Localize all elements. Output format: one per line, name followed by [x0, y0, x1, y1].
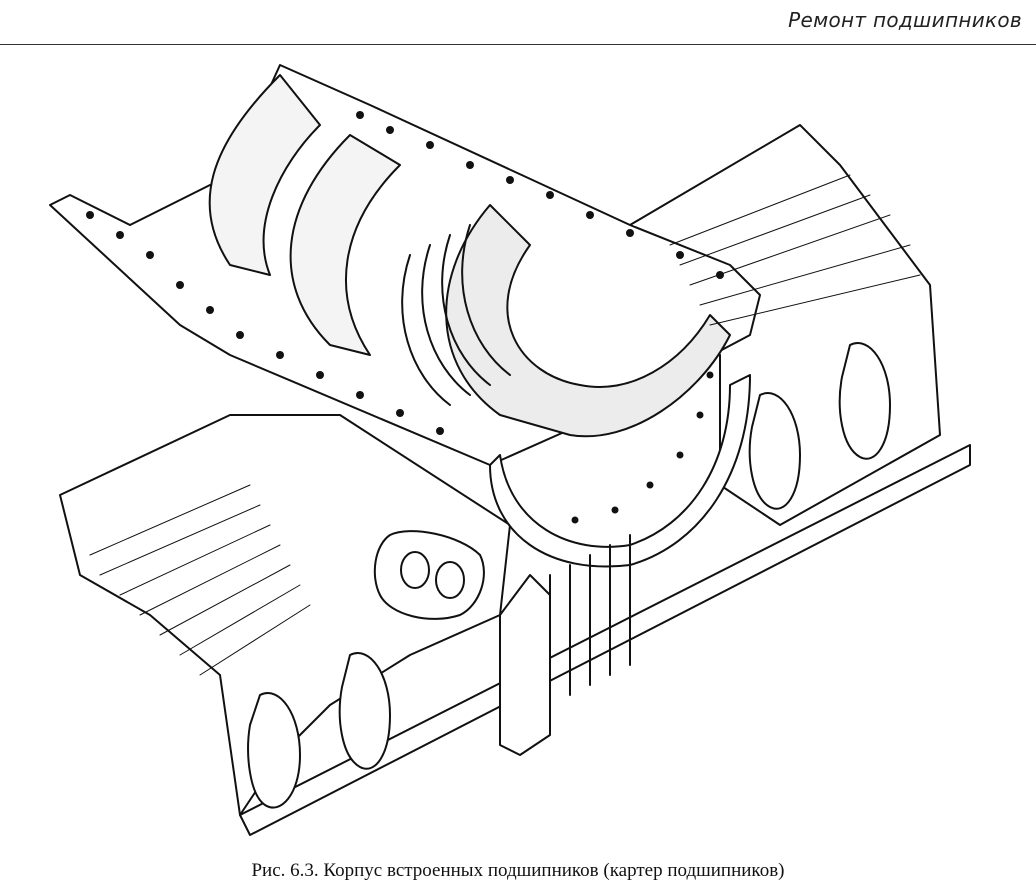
pipe-hole-left — [400, 551, 430, 589]
bearing-saddle-mid — [289, 134, 401, 356]
bearing-housing-drawing — [49, 64, 971, 836]
bearing-saddle-rear — [208, 74, 321, 276]
access-opening-2 — [338, 652, 391, 770]
bearing-housing-figure — [30, 55, 990, 845]
access-opening-3 — [748, 392, 801, 510]
top-plate — [49, 64, 761, 466]
support-column — [499, 574, 551, 756]
front-bearing-ring — [489, 374, 751, 568]
left-casing-hatching — [89, 484, 311, 676]
bearing-saddle-front — [445, 204, 731, 438]
header-rule — [0, 44, 1036, 45]
access-opening-1 — [247, 692, 301, 809]
rib-lines — [549, 534, 631, 706]
figure-caption: Рис. 6.3. Корпус встроенных подшипников … — [251, 860, 785, 881]
bottom-flange — [239, 444, 971, 836]
right-casing-hatching — [669, 174, 921, 326]
pipe-hole-right — [435, 561, 465, 599]
running-head: Ремонт подшипников — [788, 8, 1022, 32]
access-opening-4 — [838, 342, 891, 460]
left-casing-wall — [59, 414, 511, 816]
bolt-holes — [86, 111, 724, 524]
inner-shell-lines — [401, 224, 511, 406]
